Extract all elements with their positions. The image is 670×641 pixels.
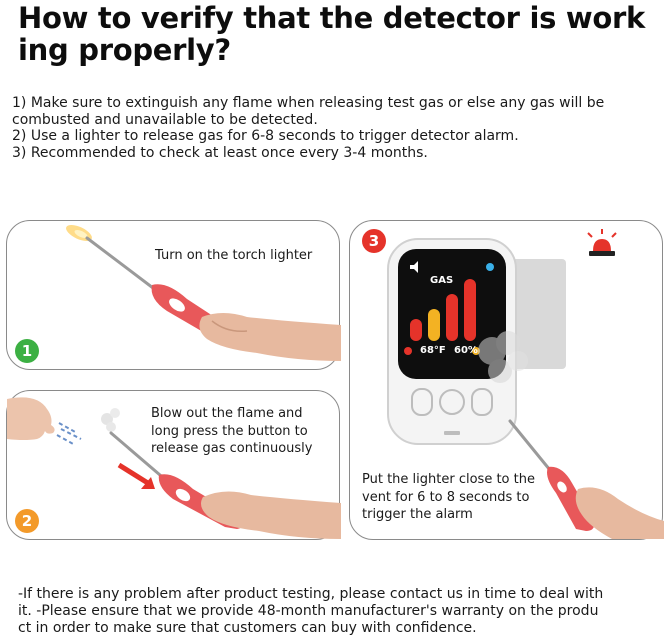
footer-line-2: it. -Please ensure that we provide 48-mo… (18, 603, 599, 619)
step-1-line-1: 1) Make sure to extinguish any flame whe… (12, 95, 605, 111)
gas-smoke-vent (478, 331, 528, 383)
alarm-light-icon (587, 229, 617, 256)
panel-trigger-alarm: 3 GAS 68°F 60% (349, 220, 664, 540)
panel2-caption-line-3: release gas continuously (151, 441, 313, 456)
arrow-icon (117, 462, 155, 489)
screen-humidity: 60% (454, 345, 478, 356)
face-icon (7, 397, 55, 440)
lighter-icon (66, 224, 341, 361)
detector-icon (387, 238, 517, 445)
title-line-2: ing properly? (18, 33, 231, 67)
panel3-caption-line-2: vent for 6 to 8 seconds to (362, 489, 530, 505)
panel3-caption-line-1: Put the lighter close to the (362, 472, 535, 487)
panel1-caption: Turn on the torch lighter (155, 248, 313, 263)
lighter-vent (508, 419, 664, 539)
step-2: 2) Use a lighter to release gas for 6-8 … (12, 128, 519, 144)
footer-note: -If there is any problem after product t… (18, 586, 663, 637)
panel2-caption-line-1: Blow out the flame and (151, 406, 303, 421)
screen-temperature: 68°F (420, 345, 446, 356)
panel3-caption-line-3: trigger the alarm (362, 507, 473, 522)
hand-icon (199, 313, 341, 361)
flame-icon (66, 224, 92, 242)
screen-gas-label: GAS (430, 275, 454, 286)
panel-blow-out-flame: Blow out the flame and long press the bu… (6, 390, 341, 540)
gas-smoke-icon (101, 408, 120, 432)
step-3: 3) Recommended to check at least once ev… (12, 144, 428, 161)
step-badge-2: 2 (15, 509, 39, 533)
step-badge-3: 3 (362, 229, 386, 253)
footer-line-3: ct in order to make sure that customers … (18, 620, 477, 636)
footer-line-1: -If there is any problem after product t… (18, 586, 604, 602)
panel2-caption-line-2: long press the button to (151, 423, 308, 439)
instruction-steps: 1) Make sure to extinguish any flame whe… (12, 95, 662, 161)
blow-scene (7, 397, 341, 539)
step-1-line-2: combusted and unavailable to be detected… (12, 111, 318, 128)
panel-turn-on-lighter: Turn on the torch lighter 1 (6, 220, 341, 370)
step-badge-1: 1 (15, 339, 39, 363)
page-title: How to verify that the detector is work … (18, 2, 658, 66)
title-line-1: How to verify that the detector is work (18, 1, 645, 35)
mounting-plate (506, 259, 566, 369)
